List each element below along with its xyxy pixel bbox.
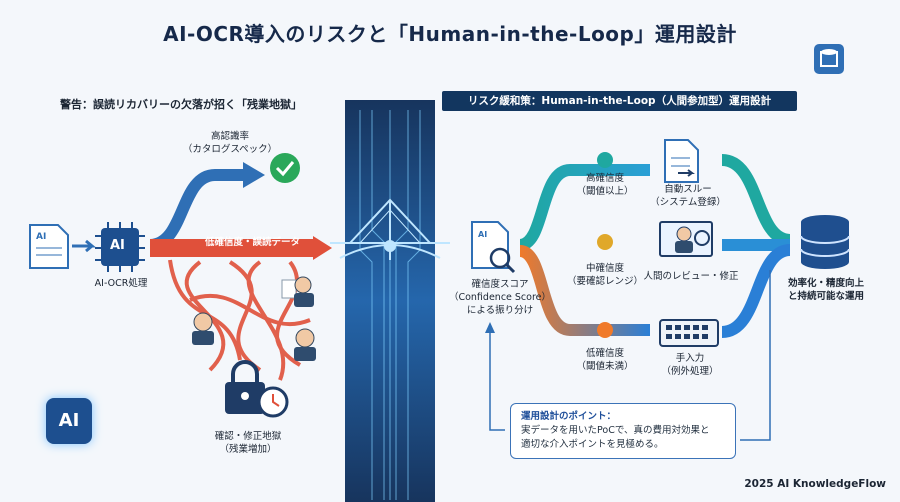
manual-entry-sub: （例外処理） [661, 366, 719, 377]
note-title: 運用設計のポイント： [521, 411, 617, 422]
low-confidence-title: 低確信度 [585, 348, 624, 359]
overworked-worker-icon [281, 276, 314, 307]
note-line-2: 適切な介入ポイントを見極める。 [521, 439, 664, 450]
database-badge-icon [814, 44, 844, 74]
ai-logo-icon: AI [36, 388, 102, 454]
high-confidence-arrow [518, 164, 650, 251]
gauge-low-icon [597, 322, 613, 338]
high-confidence-label: 高確信度 （閾値以上） [570, 172, 640, 198]
ai-chip-icon [95, 222, 145, 272]
overtime-hell-label: 確認・修正地獄 （残業増加） [200, 430, 296, 456]
ai-logo-text: AI [46, 398, 92, 444]
score-sub: （Confidence Score） [448, 292, 552, 303]
auto-to-db-arrow [721, 154, 791, 246]
feedback-arrow-icon [485, 322, 495, 333]
low-confidence-band-label: 低確信度・誤読データ [205, 237, 301, 248]
clock-icon [257, 386, 289, 418]
mid-confidence-title: 中確信度 [585, 263, 624, 274]
manual-entry-title: 手入力 [675, 353, 705, 364]
human-review-label: 人間のレビュー・修正 [643, 271, 739, 282]
auto-pass-title: 自動スルー [664, 184, 712, 195]
ai-chip-text: AI [110, 238, 125, 253]
mid-confidence-sub: （要確認レンジ） [566, 276, 643, 287]
reviewer-monitor-icon [659, 221, 713, 257]
arrow-head-icon [243, 162, 265, 188]
gauge-mid-icon [597, 234, 613, 250]
digital-beam [345, 100, 435, 502]
database-icon [800, 215, 850, 269]
ai-ocr-label: AI-OCR処理 [94, 278, 148, 289]
result-sub: と持続可能な運用 [787, 291, 864, 302]
auto-pass-label: 自動スルー （システム登録） [648, 183, 728, 209]
red-arrow-head-icon [313, 236, 332, 260]
right-heading: リスク緩和策：Human-in-the-Loop（人間参加型）運用設計 [442, 91, 797, 111]
high-confidence-sub: （閾値以上） [576, 186, 634, 197]
mid-confidence-label: 中確信度 （要確認レンジ） [565, 262, 645, 288]
overtime-hell-title: 確認・修正地獄 [214, 431, 282, 442]
overtime-hell-sub: （残業増加） [219, 444, 277, 455]
result-label: 効率化・精度向上 と持続可能な運用 [776, 277, 876, 303]
manual-to-db-arrow [721, 244, 792, 338]
high-confidence-title: 高確信度 [585, 173, 624, 184]
high-recognition-label: 高認識率 （カタログスペック） [170, 130, 290, 156]
auto-document-icon [664, 139, 699, 183]
score-title: 確信度スコア [471, 279, 529, 290]
high-recognition-title: 高認識率 [210, 131, 249, 142]
score-label: 確信度スコア （Confidence Score） による振り分け [440, 278, 560, 317]
gauge-high-icon [597, 152, 613, 168]
auto-pass-sub: （システム登録） [650, 197, 726, 208]
check-icon [270, 153, 300, 183]
stressed-worker-icon [192, 312, 214, 345]
score-document-icon [471, 221, 516, 274]
feedback-loop-line [489, 270, 771, 441]
high-recognition-sub: （カタログスペック） [182, 144, 278, 155]
left-heading: 警告：誤読リカバリーの欠落が招く「残業地獄」 [60, 98, 302, 111]
low-confidence-sub: （閾値未満） [576, 361, 634, 372]
score-doc-text: AI [478, 230, 488, 239]
checkmark-icon [275, 161, 295, 177]
input-doc-text: AI [36, 232, 47, 242]
design-point-note: 運用設計のポイント： 実データを用いたPoCで、真の費用対効果と 適切な介入ポイ… [510, 403, 736, 459]
keyboard-icon [659, 319, 719, 347]
arrow-icon [72, 239, 97, 253]
result-title: 効率化・精度向上 [787, 278, 864, 289]
score-sub2: による振り分け [466, 305, 534, 316]
page-title: AI-OCR導入のリスクと「Human-in-the-Loop」運用設計 [163, 22, 737, 46]
stressed-worker-icon [294, 328, 316, 361]
manual-entry-label: 手入力 （例外処理） [650, 352, 730, 378]
low-confidence-arrow [518, 245, 650, 336]
footer-credit: 2025 AI KnowledgeFlow [744, 478, 886, 490]
bridge-icon [330, 198, 450, 260]
low-confidence-label: 低確信度 （閾値未満） [570, 347, 640, 373]
lock-icon [225, 360, 265, 414]
note-line-1: 実データを用いたPoCで、真の費用対効果と [521, 425, 710, 436]
input-document-icon [29, 224, 69, 269]
